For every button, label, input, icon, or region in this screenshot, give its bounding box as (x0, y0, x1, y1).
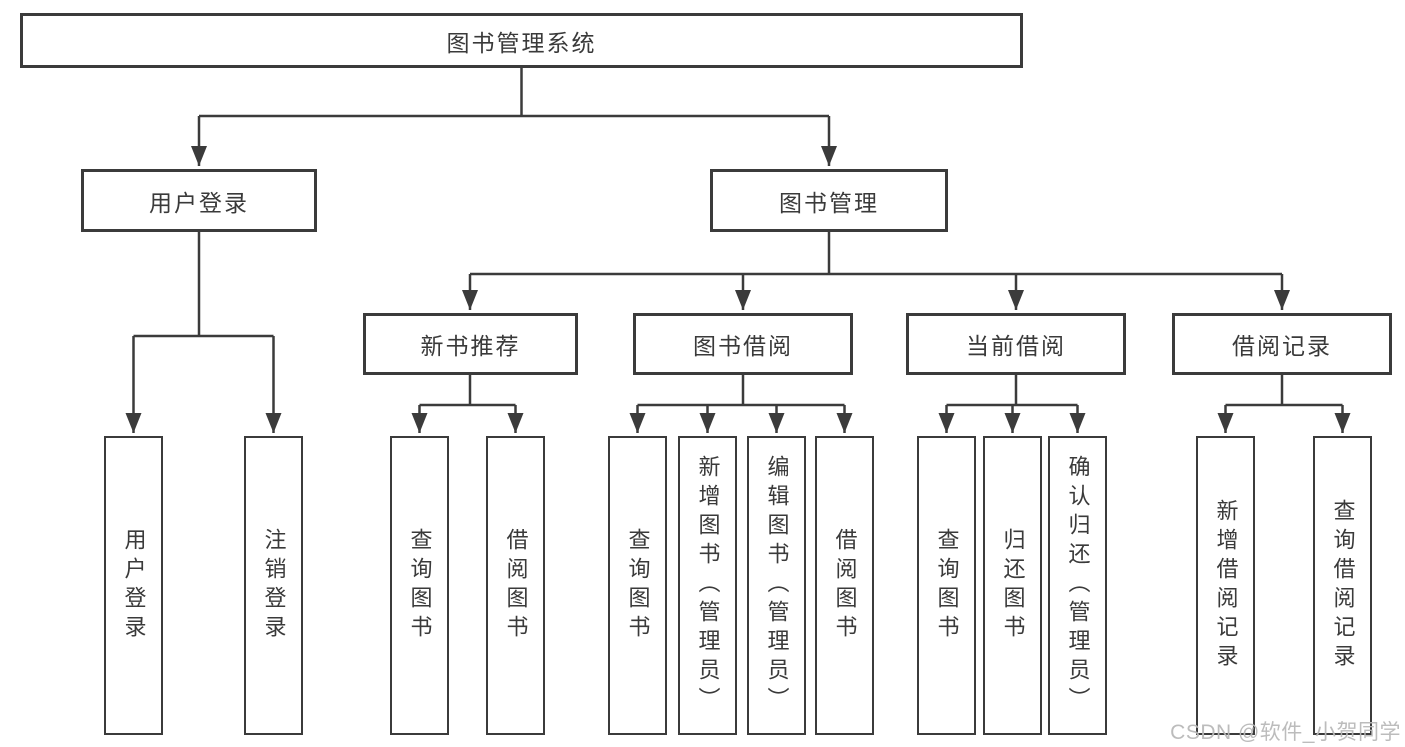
leaf-label: 查询图书 (625, 527, 651, 644)
connector-borrowrecords-to-leaves (1225, 375, 1343, 407)
node-leaf-br-query-record: 查询借阅记录 (1313, 436, 1372, 735)
node-leaf-cb-query-books: 查询图书 (917, 436, 976, 735)
leaf-label: 借阅图书 (832, 527, 858, 644)
connector-currentborrow-to-leaves (946, 375, 1078, 407)
leaf-label: 归还图书 (1000, 527, 1026, 644)
node-book-borrow-label: 图书借阅 (693, 333, 793, 359)
connector-root-to-level2 (199, 68, 829, 118)
csdn-watermark: CSDN @软件_小贺同学 (1170, 721, 1401, 744)
leaf-label: 查询图书 (407, 527, 433, 644)
node-current-borrow: 当前借阅 (906, 313, 1126, 375)
node-user-login: 用户登录 (81, 169, 317, 232)
node-current-borrow-label: 当前借阅 (966, 333, 1066, 359)
leaf-label: 查询借阅记录 (1330, 498, 1356, 673)
leaf-label: 查询图书 (934, 527, 960, 644)
node-user-login-label: 用户登录 (149, 189, 249, 216)
node-book-mgmt-label: 图书管理 (779, 189, 879, 216)
node-leaf-bb-borrow-books: 借阅图书 (815, 436, 874, 735)
node-leaf-bb-query-books: 查询图书 (608, 436, 667, 735)
node-leaf-user-login: 用户登录 (104, 436, 163, 735)
node-root: 图书管理系统 (20, 13, 1023, 68)
connector-userlogin-to-leaves (133, 232, 274, 338)
connector-bookborrow-to-leaves (637, 375, 845, 407)
node-borrow-records-label: 借阅记录 (1232, 333, 1332, 359)
leaf-label: 编辑图书（管理员） (764, 455, 790, 716)
leaf-label: 注销登录 (261, 527, 287, 644)
node-leaf-cb-return-books: 归还图书 (983, 436, 1042, 735)
node-borrow-records: 借阅记录 (1172, 313, 1392, 375)
node-leaf-rec-query-books: 查询图书 (390, 436, 449, 735)
node-leaf-bb-add-books: 新增图书（管理员） (678, 436, 737, 735)
node-new-book-rec-label: 新书推荐 (420, 333, 521, 359)
connector-bookmgmt-to-level3 (470, 232, 1282, 276)
node-leaf-cb-confirm-return: 确认归还（管理员） (1048, 436, 1107, 735)
node-leaf-br-add-record: 新增借阅记录 (1196, 436, 1255, 735)
leaf-label: 新增图书（管理员） (695, 455, 721, 716)
connector-newbookrec-to-leaves (419, 375, 516, 407)
node-leaf-bb-edit-books: 编辑图书（管理员） (747, 436, 806, 735)
node-book-borrow: 图书借阅 (633, 313, 853, 375)
leaf-label: 确认归还（管理员） (1065, 455, 1091, 716)
node-new-book-rec: 新书推荐 (363, 313, 578, 375)
leaf-label: 新增借阅记录 (1213, 498, 1239, 673)
leaf-label: 用户登录 (121, 527, 147, 644)
leaf-label: 借阅图书 (503, 527, 529, 644)
node-leaf-rec-borrow-books: 借阅图书 (486, 436, 545, 735)
node-book-mgmt: 图书管理 (710, 169, 948, 232)
node-leaf-logout: 注销登录 (244, 436, 303, 735)
node-root-label: 图书管理系统 (446, 29, 597, 56)
